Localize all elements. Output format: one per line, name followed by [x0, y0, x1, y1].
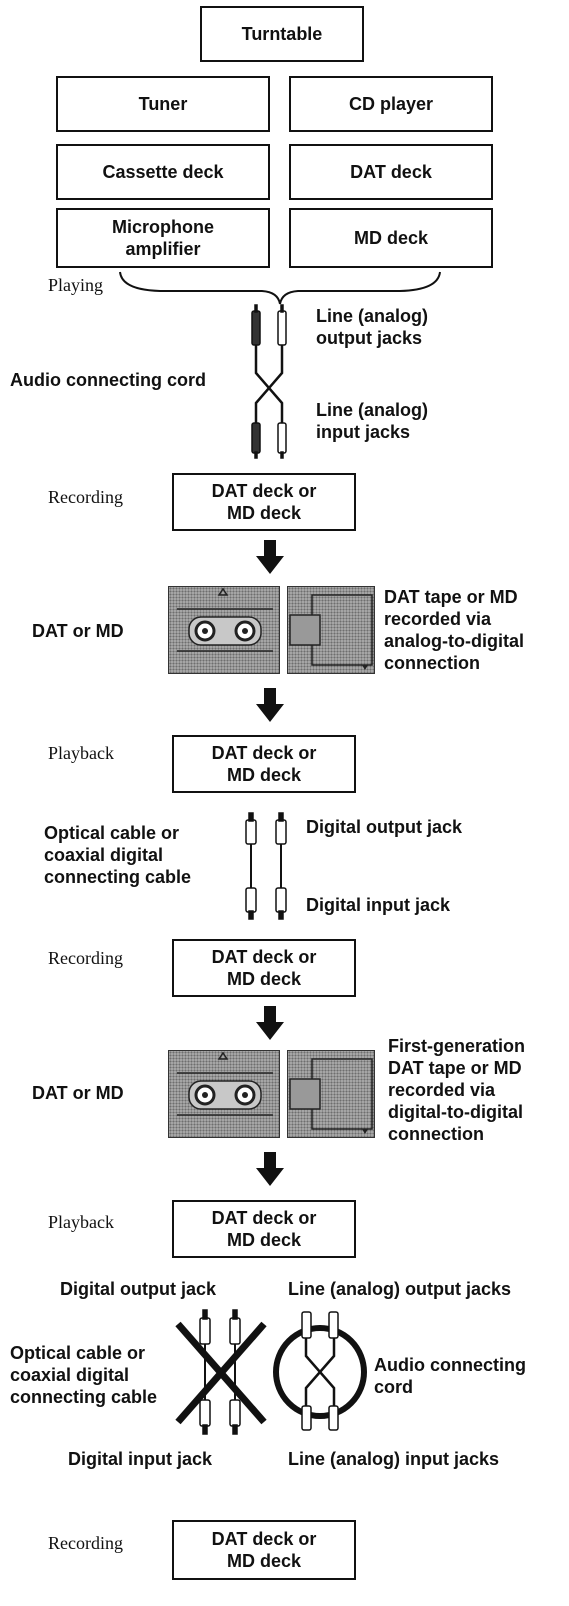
playback-deck-1-line-1: DAT deck or	[211, 743, 317, 763]
audio-cord-2-line-1: Audio connecting	[374, 1355, 526, 1375]
down-arrow-icon-2	[256, 688, 284, 722]
mic-amp-line-2: amplifier	[125, 239, 201, 259]
line-input-jacks-line-2: input jacks	[316, 422, 411, 442]
playback-deck-2-line-1: DAT deck or	[211, 1208, 317, 1228]
digital-input-jack-label-2: Digital input jack	[68, 1449, 213, 1469]
dat-tape-icon-1	[168, 586, 280, 674]
playback-deck-1-line-2: MD deck	[226, 765, 302, 785]
recording-deck-box-3: DAT deck or MD deck	[172, 1520, 356, 1580]
playback-deck-2-line-2: MD deck	[226, 1230, 302, 1250]
line-output-jacks-line-2: output jacks	[316, 328, 423, 348]
optical-cable-label-1: Optical cable or coaxial digital connect…	[44, 822, 191, 888]
recording-deck-2-line-2: MD deck	[226, 969, 302, 989]
recording-deck-box-1: DAT deck or MD deck	[172, 473, 356, 531]
turntable-box: Turntable	[200, 6, 364, 62]
minidisc-icon-1	[287, 586, 375, 674]
turntable-label: Turntable	[241, 24, 323, 44]
recording-label-2: Recording	[48, 948, 123, 968]
tuner-box: Tuner	[56, 76, 270, 132]
down-arrow-icon-4	[256, 1152, 284, 1186]
dat-or-md-label-2: DAT or MD	[32, 1083, 124, 1103]
digital-output-jack-label-2: Digital output jack	[60, 1279, 217, 1299]
line-input-jacks-label-2: Line (analog) input jacks	[288, 1449, 500, 1469]
media-2-desc-line-2: DAT tape or MD	[388, 1058, 522, 1078]
mic-amp-line-1: Microphone	[112, 217, 214, 237]
digital-input-jack-label-1: Digital input jack	[306, 895, 451, 915]
line-input-jacks-label: Line (analog) input jacks	[316, 399, 428, 443]
playback-deck-box-1: DAT deck or MD deck	[172, 735, 356, 793]
cross-out-line-b	[175, 1321, 267, 1425]
audio-cord-illustration	[251, 304, 287, 459]
optical-cable-1-line-2: coaxial digital	[44, 845, 164, 865]
digital-output-jack-label-1: Digital output jack	[306, 817, 463, 837]
cd-player-label: CD player	[348, 94, 434, 114]
tuner-label: Tuner	[138, 94, 188, 114]
down-arrow-icon-1	[256, 540, 284, 574]
media-1-desc-line-4: connection	[384, 653, 481, 673]
dat-tape-icon-2	[168, 1050, 280, 1138]
media-1-description: DAT tape or MD recorded via analog-to-di…	[384, 586, 524, 674]
optical-cable-1-line-3: connecting cable	[44, 867, 192, 887]
recording-label-1: Recording	[48, 487, 123, 507]
cassette-deck-box: Cassette deck	[56, 144, 270, 200]
optical-cable-2-line-2: coaxial digital	[10, 1365, 130, 1385]
digital-cable-crossed-out-illustration	[175, 1309, 267, 1435]
optical-cable-2-line-3: connecting cable	[10, 1387, 158, 1407]
audio-connecting-cord-label: Audio connecting cord	[10, 370, 206, 390]
line-output-jacks-label-2: Line (analog) output jacks	[288, 1279, 512, 1299]
media-2-desc-line-1: First-generation	[388, 1036, 526, 1056]
recording-deck-1-line-2: MD deck	[226, 503, 302, 523]
md-deck-label: MD deck	[353, 228, 429, 248]
playback-label-2: Playback	[48, 1212, 114, 1232]
media-2-desc-line-4: digital-to-digital	[388, 1102, 523, 1122]
recording-deck-2-line-1: DAT deck or	[211, 947, 317, 967]
line-output-jacks-line-1: Line (analog)	[316, 306, 428, 326]
dat-or-md-label-1: DAT or MD	[32, 621, 124, 641]
audio-connecting-cord-label-2: Audio connecting cord	[374, 1354, 526, 1398]
media-2-description: First-generation DAT tape or MD recorded…	[388, 1035, 525, 1145]
media-2-desc-line-5: connection	[388, 1124, 485, 1144]
media-2-desc-line-3: recorded via	[388, 1080, 496, 1100]
recording-label-3: Recording	[48, 1533, 123, 1553]
dat-deck-box: DAT deck	[289, 144, 493, 200]
cd-player-box: CD player	[289, 76, 493, 132]
down-arrow-icon-3	[256, 1006, 284, 1040]
minidisc-icon-2	[287, 1050, 375, 1138]
recording-deck-3-line-2: MD deck	[226, 1551, 302, 1571]
playback-deck-box-2: DAT deck or MD deck	[172, 1200, 356, 1258]
recording-deck-1-line-1: DAT deck or	[211, 481, 317, 501]
recording-deck-3-line-1: DAT deck or	[211, 1529, 317, 1549]
line-input-jacks-line-1: Line (analog)	[316, 400, 428, 420]
dat-deck-label: DAT deck	[350, 162, 432, 182]
microphone-amplifier-box: Microphone amplifier	[56, 208, 270, 268]
playback-label-1: Playback	[48, 743, 114, 763]
media-1-desc-line-2: recorded via	[384, 609, 492, 629]
md-deck-box: MD deck	[289, 208, 493, 268]
media-1-desc-line-1: DAT tape or MD	[384, 587, 518, 607]
recording-deck-box-2: DAT deck or MD deck	[172, 939, 356, 997]
cassette-deck-label: Cassette deck	[102, 162, 224, 182]
optical-cable-2-line-1: Optical cable or	[10, 1343, 146, 1363]
audio-cord-2-line-2: cord	[374, 1377, 414, 1397]
optical-cable-label-2: Optical cable or coaxial digital connect…	[10, 1342, 157, 1408]
line-output-jacks-label: Line (analog) output jacks	[316, 305, 428, 349]
optical-cable-1-line-1: Optical cable or	[44, 823, 180, 843]
playing-label: Playing	[48, 275, 104, 295]
media-1-desc-line-3: analog-to-digital	[384, 631, 524, 651]
digital-cable-illustration	[245, 812, 287, 920]
analog-cord-circled-illustration	[273, 1311, 367, 1431]
